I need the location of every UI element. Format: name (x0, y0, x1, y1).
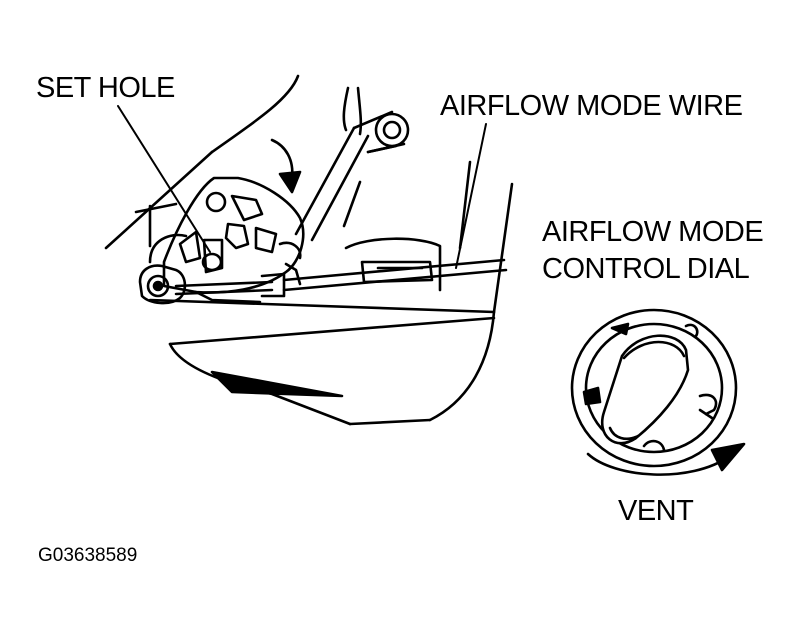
rotation-arrow-icon (270, 138, 302, 194)
label-airflow-mode-control-dial-line2: CONTROL DIAL (542, 253, 750, 285)
floor-icon (642, 439, 666, 452)
recirc-icon (582, 386, 602, 406)
airflow-mode-wire (282, 258, 508, 292)
face-vent-icon (684, 323, 699, 338)
label-set-hole: SET HOLE (36, 72, 175, 104)
leader-lines (117, 105, 487, 269)
figure-code: G03638589 (38, 545, 138, 566)
label-airflow-mode-wire: AIRFLOW MODE WIRE (440, 90, 743, 122)
bilevel-icon (698, 393, 718, 416)
dashboard-housing (104, 74, 514, 426)
label-vent: VENT (618, 495, 694, 527)
mode-cam-plate (134, 176, 305, 304)
mode-lever-link (294, 86, 410, 242)
cable-clamp (138, 264, 286, 305)
label-airflow-mode-control-dial-line1: AIRFLOW MODE (542, 216, 764, 248)
dial-rotation-arrow-icon (586, 442, 746, 476)
airflow-mode-control-dial (570, 308, 738, 468)
defrost-icon (610, 322, 630, 336)
